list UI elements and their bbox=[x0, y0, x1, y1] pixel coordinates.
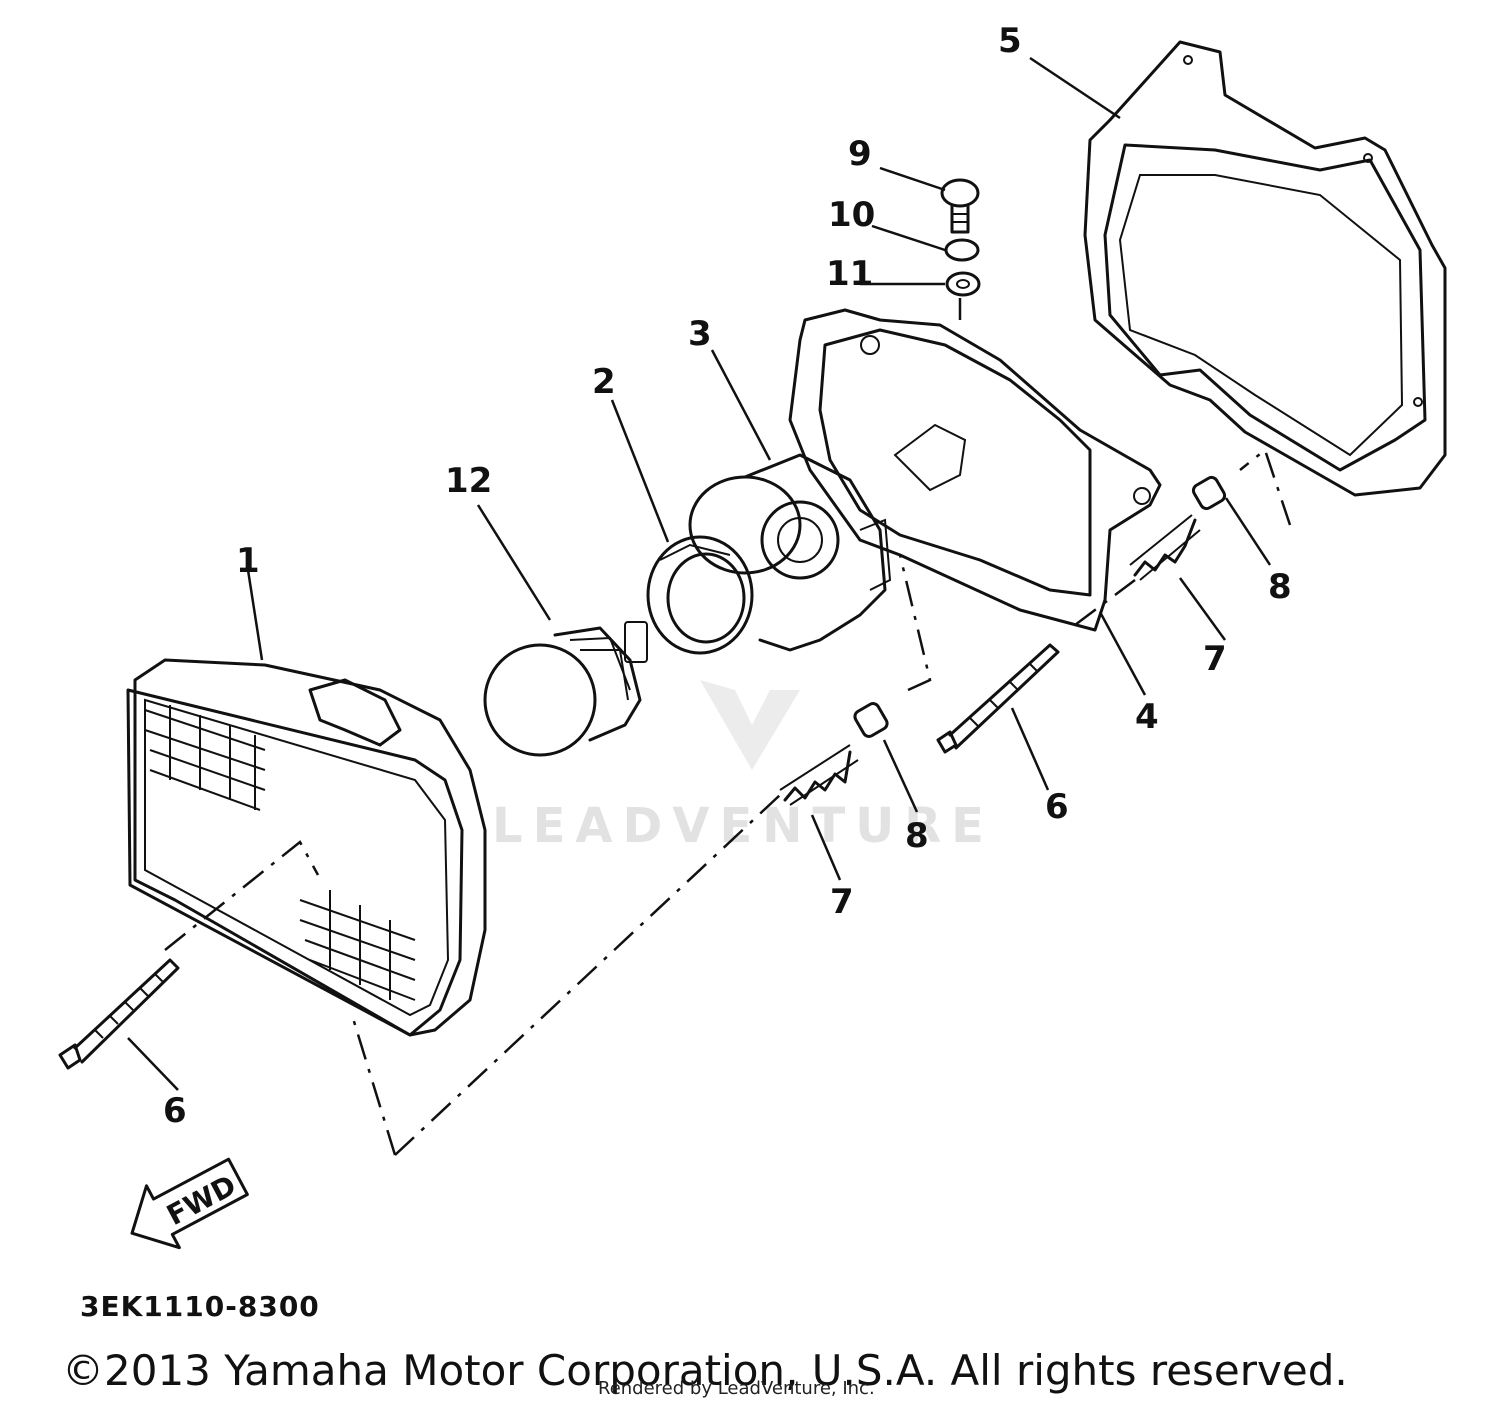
callout-8-left: 8 bbox=[905, 816, 929, 856]
callout-1: 1 bbox=[236, 541, 260, 581]
callout-6-left: 6 bbox=[163, 1091, 187, 1131]
part-6-bolt-right bbox=[936, 643, 1060, 754]
callout-10: 10 bbox=[828, 195, 875, 235]
watermark: LEADVENTURE bbox=[492, 680, 994, 854]
alignment-lines bbox=[164, 298, 1292, 1156]
copyright-notice: ©2013 Yamaha Motor Corporation, U.S.A. A… bbox=[62, 1346, 1348, 1395]
callout-9: 9 bbox=[848, 134, 872, 174]
part-3-socket bbox=[688, 453, 892, 652]
part-9-screw bbox=[940, 178, 980, 234]
callout-11: 11 bbox=[826, 254, 873, 294]
part-8-nut-left bbox=[853, 702, 889, 738]
callout-2: 2 bbox=[592, 362, 616, 402]
callout-8-right: 8 bbox=[1268, 567, 1292, 607]
lens-pattern bbox=[144, 705, 416, 1001]
part-7-spring-left bbox=[779, 744, 859, 806]
callout-12: 12 bbox=[445, 461, 492, 501]
fwd-arrow: FWD bbox=[130, 1157, 249, 1250]
rendered-by-notice: Rendered by LeadVenture, Inc. bbox=[598, 1378, 875, 1399]
part-12-bulb bbox=[483, 621, 648, 757]
callout-6-right: 6 bbox=[1045, 787, 1069, 827]
callout-7-left: 7 bbox=[830, 882, 854, 922]
part-6-bolt-left bbox=[58, 958, 180, 1070]
part-11-washer bbox=[945, 271, 981, 297]
part-10-washer bbox=[944, 238, 980, 262]
watermark-text: LEADVENTURE bbox=[492, 798, 994, 854]
part-7-spring-right bbox=[1129, 514, 1201, 581]
fwd-label: FWD bbox=[161, 1169, 241, 1233]
part-5-rim bbox=[1083, 40, 1447, 497]
callout-3: 3 bbox=[688, 314, 712, 354]
part-8-nut-right bbox=[1191, 475, 1227, 511]
callout-7-right: 7 bbox=[1203, 639, 1227, 679]
callout-5: 5 bbox=[998, 21, 1022, 61]
part-1-headlight bbox=[126, 658, 487, 1037]
diagram-code: 3EK1110-8300 bbox=[80, 1290, 320, 1323]
callout-4: 4 bbox=[1135, 697, 1159, 737]
part-2-ring bbox=[646, 535, 754, 655]
callouts: 5 9 10 11 3 2 12 1 8 7 4 6 8 7 6 bbox=[163, 21, 1292, 1131]
leader-lines bbox=[127, 56, 1272, 1091]
part-4-housing bbox=[788, 308, 1162, 632]
